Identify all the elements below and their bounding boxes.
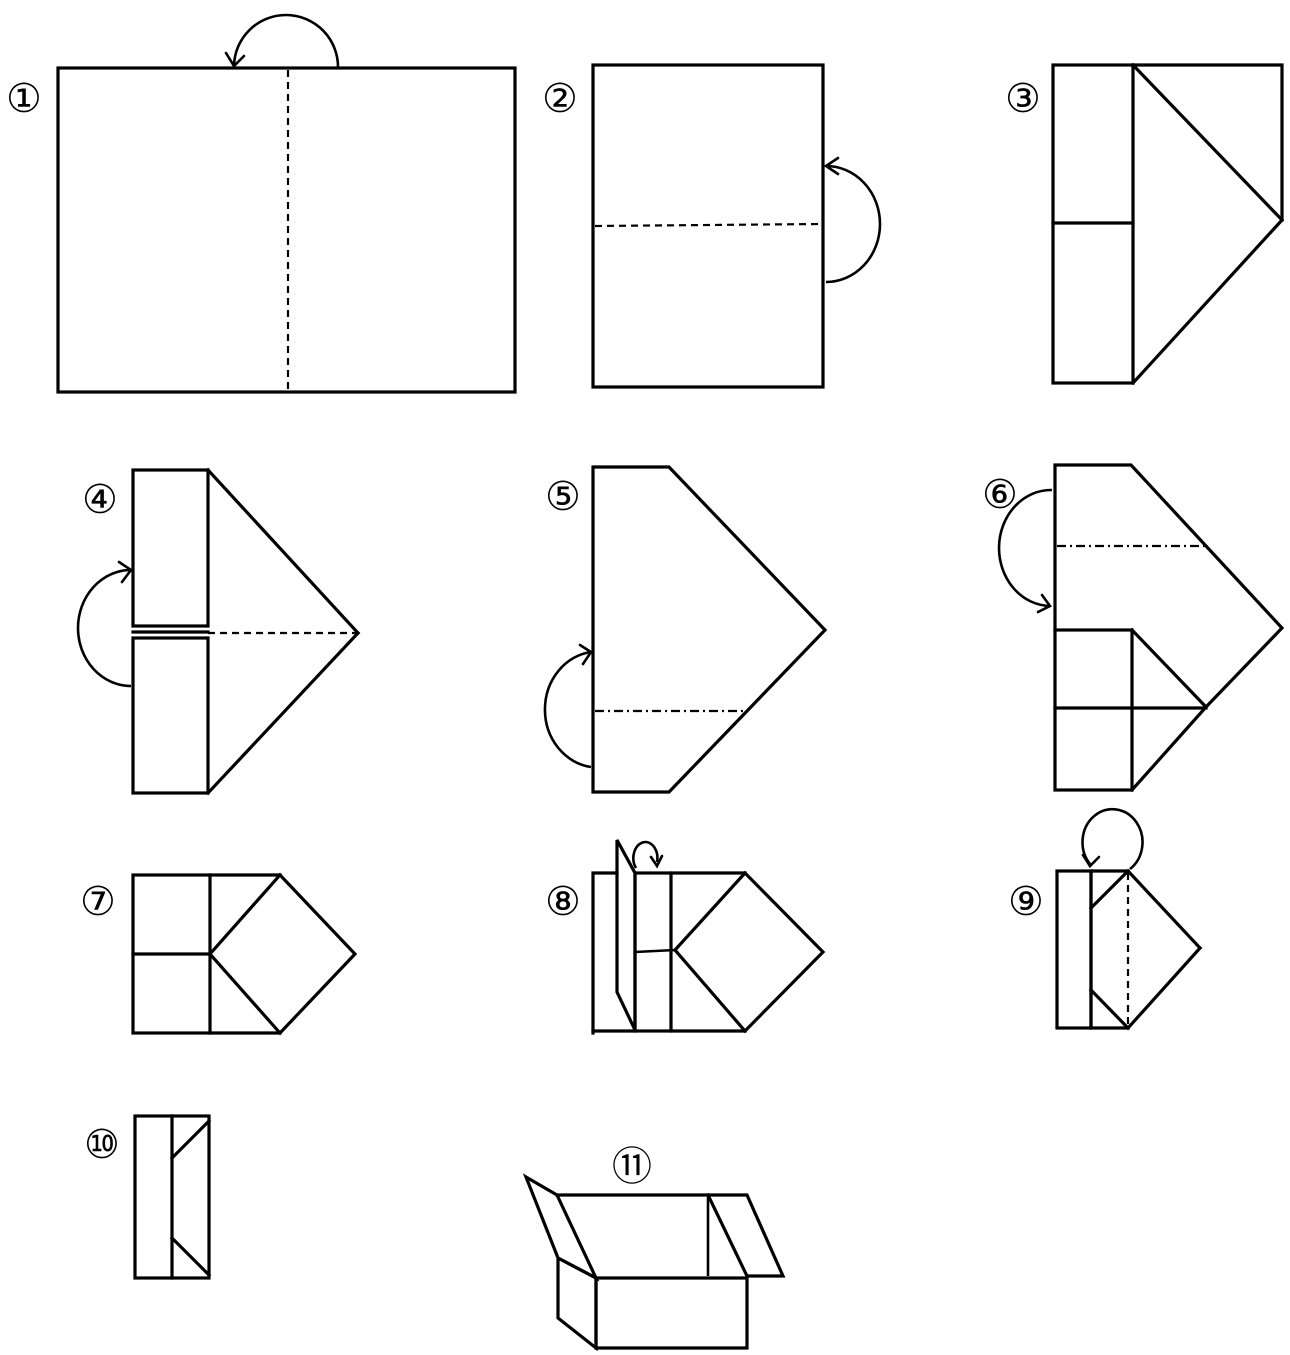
step-8-diamond bbox=[672, 870, 826, 1034]
step-3-top-flap bbox=[1131, 63, 1284, 222]
step-4-upper-panel bbox=[131, 468, 210, 628]
step-11-box-side bbox=[556, 1255, 598, 1352]
step-9-fold-arrow-icon bbox=[1081, 807, 1144, 871]
step-6-inner-diagonal bbox=[1129, 627, 1209, 710]
step-10-corner-upper bbox=[169, 1118, 212, 1161]
step-1-paper-sheet bbox=[56, 66, 517, 394]
step-8-fold-arrow-icon bbox=[632, 840, 659, 869]
step-10: ⑩ bbox=[84, 1114, 212, 1280]
step-9-corner-upper bbox=[1088, 868, 1131, 911]
step-11-number: ⑪ bbox=[612, 1144, 652, 1190]
step-8-back-edge bbox=[591, 871, 619, 1035]
step-5-arrowhead-icon bbox=[578, 643, 593, 666]
step-6-arrowhead-icon bbox=[1036, 593, 1052, 614]
step-9: ⑨ bbox=[1008, 807, 1203, 1031]
step-11-left-flap bbox=[522, 1173, 600, 1282]
step-2-paper-sheet bbox=[591, 63, 825, 389]
step-1-fold-arrow-icon bbox=[232, 13, 340, 69]
step-9-left-strip bbox=[1055, 869, 1093, 1030]
step-11-box-front bbox=[594, 1276, 749, 1350]
step-9-diagonal-lower bbox=[1125, 945, 1203, 1031]
step-2-number: ② bbox=[542, 76, 578, 122]
step-10-corner-lower bbox=[169, 1235, 212, 1278]
step-6: ⑥ bbox=[982, 463, 1285, 793]
step-4-fold-arrow-icon bbox=[76, 568, 132, 688]
step-11: ⑪ bbox=[522, 1144, 786, 1352]
step-5-folded-shape bbox=[591, 465, 828, 794]
step-11-right-flap-crease bbox=[705, 1192, 750, 1279]
step-4: ④ bbox=[76, 467, 361, 796]
step-8-crease-line bbox=[634, 948, 676, 954]
step-9-diagonal-upper bbox=[1125, 868, 1203, 951]
step-1-number: ① bbox=[6, 76, 42, 122]
step-7: ⑦ bbox=[80, 872, 358, 1036]
step-7-number: ⑦ bbox=[80, 879, 116, 925]
step-5-fold-arrow-icon bbox=[543, 650, 592, 769]
step-8-lifted-flap bbox=[615, 839, 637, 1031]
step-1-arrowhead-icon bbox=[224, 51, 246, 69]
step-11-back-rim bbox=[555, 1193, 786, 1278]
step-8: ⑧ bbox=[545, 839, 826, 1035]
step-6-lower-panel bbox=[1053, 628, 1134, 792]
step-9-number: ⑨ bbox=[1008, 879, 1044, 925]
step-8-number: ⑧ bbox=[545, 879, 581, 925]
step-6-outer-diagonal bbox=[1129, 704, 1209, 793]
step-10-number: ⑩ bbox=[84, 1122, 120, 1168]
step-8-arrowhead-icon bbox=[649, 854, 664, 869]
step-2-arrowhead-icon bbox=[823, 156, 840, 176]
step-4-arrowhead-icon bbox=[117, 560, 133, 584]
step-7-diamond bbox=[207, 872, 358, 1036]
step-5: ⑤ bbox=[543, 465, 828, 794]
step-1: ① bbox=[6, 13, 517, 394]
step-4-diagonal-lower bbox=[205, 630, 361, 796]
step-6-outline-upper bbox=[1053, 463, 1285, 710]
step-2-fold-arrow-icon bbox=[825, 164, 882, 284]
step-9-corner-lower bbox=[1088, 987, 1131, 1031]
step-3-number: ③ bbox=[1005, 76, 1041, 122]
step-2-fold-line bbox=[594, 222, 822, 228]
step-3: ③ bbox=[1005, 62, 1285, 386]
step-2: ② bbox=[542, 63, 882, 389]
step-5-number: ⑤ bbox=[545, 474, 581, 520]
step-4-diagonal-upper bbox=[205, 467, 361, 636]
step-6-fold-arrow-icon bbox=[997, 488, 1053, 608]
step-4-lower-panel bbox=[131, 636, 210, 795]
step-3-diagonal-upper bbox=[1130, 62, 1285, 223]
step-4-number: ④ bbox=[82, 477, 118, 523]
step-3-diagonal-lower bbox=[1130, 217, 1285, 386]
step-9-arrowhead-icon bbox=[1081, 853, 1101, 869]
